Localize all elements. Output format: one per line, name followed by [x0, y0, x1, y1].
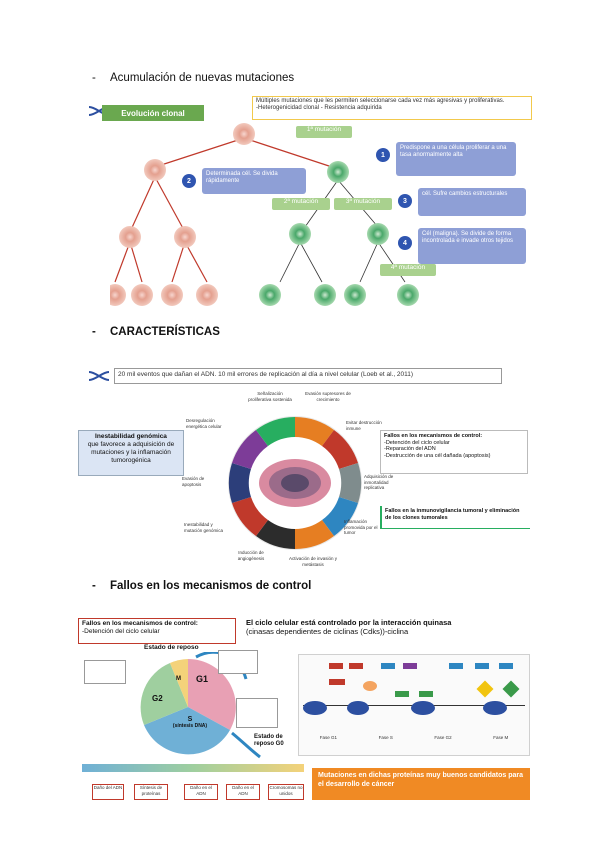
stop-box-4: Daño en el ADN — [226, 784, 260, 800]
step-3-box: cél. Sufre cambios estructurales — [418, 188, 526, 216]
heading-text: Fallos en los mecanismos de control — [110, 580, 312, 592]
genomic-instability-title: Inestabilidad genómica — [95, 433, 167, 440]
protein-interaction-diagram: Fase G1 Fase S Fase G2 Fase M — [298, 654, 530, 756]
control-failures-title: Fallos en los mecanismos de control: — [82, 620, 198, 627]
cycle-subtitle: (cinasas dependientes de ciclinas (Cdks)… — [246, 627, 409, 636]
hallmarks-wheel — [228, 416, 362, 550]
phase-m-label: M — [176, 676, 181, 682]
step-2-badge: 2 — [182, 174, 196, 188]
control-item: -Reparación del ADN — [384, 446, 436, 452]
phase-s-sub: (síntesis DNA) — [172, 723, 208, 729]
section-heading-control-failures: -Fallos en los mecanismos de control — [92, 580, 312, 592]
step-1-badge: 1 — [376, 148, 390, 162]
wheel-label-angiogenesis: Inducción de angiogénesis — [237, 550, 265, 561]
control-failures-title: Fallos en los mecanismos de control: — [384, 433, 483, 439]
heading-text: Acumulación de nuevas mutaciones — [110, 72, 295, 84]
phase-row-label: Fase M — [493, 735, 509, 740]
step-2-box: Determinada cél. Se divida rápidamente — [202, 168, 306, 194]
wheel-label-immortality: Adquisición de inmortalidad replicativa — [364, 474, 394, 490]
stop-box-2: Síntesis de proteínas — [134, 784, 168, 800]
mutation-2-label: 2ª mutación — [272, 198, 330, 210]
step-4-box: Cél (maligna). Se divide de forma incont… — [418, 228, 526, 264]
mutation-4-label: 4ª mutación — [380, 264, 436, 276]
clonal-tree-diagram — [110, 123, 419, 306]
cell-parent — [233, 123, 255, 145]
dna-icon — [88, 369, 110, 381]
phase-row: Fase G1 Fase S Fase G2 Fase M — [299, 735, 529, 740]
cycle-control-text: El ciclo celular está controlado por la … — [246, 618, 526, 636]
phase-s-letter: S — [187, 716, 193, 723]
checkpoint-m-box — [218, 650, 258, 674]
control-item: -Detención del ciclo celular — [82, 628, 160, 635]
replication-errors-note: 20 mil eventos que dañan el ADN. 10 mil … — [114, 368, 502, 384]
genomic-instability-text: que favorece a adquisición de mutaciones… — [87, 441, 175, 464]
mutation-candidates-box: Mutaciones en dichas proteínas muy bueno… — [312, 768, 530, 800]
stop-box-1: Daño del ADN — [92, 784, 124, 800]
rest-state-label: Estado de reposo — [144, 644, 199, 651]
immune-surveillance-box: Fallos en la inmunovigilancia tumoral y … — [380, 506, 530, 529]
phase-s-label: S (síntesis DNA) — [160, 716, 220, 729]
phase-row-label: Fase S — [378, 735, 393, 740]
wheel-label-immune: Evitar destrucción inmune — [346, 420, 382, 431]
section-heading-mutations: -Acumulación de nuevas mutaciones — [92, 72, 295, 84]
mutation-1-label: 1ª mutación — [296, 126, 352, 138]
control-item: -Detención del ciclo celular — [384, 439, 450, 446]
control-failures-box: Fallos en los mecanismos de control: -De… — [380, 430, 528, 474]
phase-g2-label: G2 — [152, 694, 163, 703]
wheel-label-growth-suppressors: Evasión supresores de crecimiento — [305, 391, 351, 402]
clonal-evolution-banner: Evolución clonal — [102, 105, 204, 121]
phase-row-label: Fase G1 — [319, 735, 338, 740]
control-failures-box-2: Fallos en los mecanismos de control: -De… — [78, 618, 236, 644]
rest-state-g0-label: Estado de reposo G0 — [254, 734, 284, 747]
stop-box-5: Cromosomas no unidos — [268, 784, 304, 800]
note-line-1: Múltiples mutaciones que les permiten se… — [256, 98, 505, 104]
checkpoint-g2-box — [84, 660, 126, 684]
clonal-note: Múltiples mutaciones que les permiten se… — [252, 96, 532, 120]
wheel-label-energetics: Desregulación energética celular — [186, 418, 222, 429]
phase-g1-label: G1 — [196, 674, 209, 684]
wheel-label-genomic: Inestabilidad y mutación genómica — [184, 522, 224, 533]
wheel-label-proliferative: Señalización proliferativa sostenida — [248, 391, 292, 402]
wheel-label-apoptosis: Evasión de apoptosis — [182, 476, 205, 487]
stop-box-3: Daño en el ADN — [184, 784, 218, 800]
phase-row-label: Fase G2 — [434, 735, 452, 740]
heading-text: CARACTERÍSTICAS — [110, 326, 220, 338]
step-4-badge: 4 — [398, 236, 412, 250]
step-1-box: Predispone a una célula proliferar a una… — [396, 142, 516, 176]
checkpoint-g1-box — [236, 698, 278, 728]
section-heading-characteristics: -CARACTERÍSTICAS — [92, 326, 220, 338]
control-item: -Destrucción de una cél dañada (apoptosi… — [384, 452, 491, 459]
wheel-label-metastasis: Activación de invasión y metástasis — [288, 556, 338, 567]
cell-cycle-diagram — [140, 652, 261, 759]
note-line-2: -Heterogenicidad clonal - Resistencia ad… — [256, 105, 382, 111]
mutation-3-label: 3ª mutación — [334, 198, 392, 210]
timeline-bar — [82, 764, 304, 772]
cycle-title: El ciclo celular está controlado por la … — [246, 618, 452, 627]
genomic-instability-box: Inestabilidad genómica que favorece a ad… — [78, 430, 184, 476]
step-3-badge: 3 — [398, 194, 412, 208]
wheel-label-inflammation: Inflamación promovida por el tumor — [344, 519, 378, 535]
